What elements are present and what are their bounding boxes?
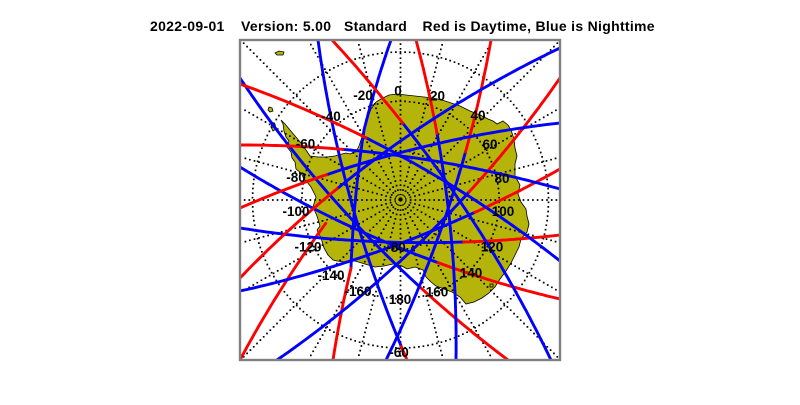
svg-text:160: 160 [426, 285, 449, 300]
svg-text:-60: -60 [296, 137, 316, 152]
svg-text:Standard: Standard [344, 18, 407, 34]
svg-text:-20: -20 [353, 88, 373, 103]
svg-text:-40: -40 [321, 109, 341, 124]
svg-text:40: 40 [470, 108, 485, 123]
svg-text:-80: -80 [386, 240, 406, 255]
svg-text:80: 80 [494, 171, 509, 186]
svg-text:-120: -120 [294, 240, 321, 255]
svg-text:0: 0 [394, 84, 402, 99]
svg-text:60: 60 [482, 137, 497, 152]
svg-text:Version: 5.00: Version: 5.00 [241, 18, 331, 34]
svg-text:-100: -100 [282, 204, 309, 219]
svg-text:140: 140 [460, 266, 483, 281]
svg-text:100: 100 [492, 204, 515, 219]
svg-text:-60: -60 [389, 345, 409, 360]
svg-text:-80: -80 [286, 170, 306, 185]
svg-text:Red is Daytime, Blue is Nightt: Red is Daytime, Blue is Nighttime [423, 18, 655, 34]
svg-text:180: 180 [389, 292, 412, 307]
svg-text:120: 120 [481, 240, 504, 255]
svg-text:-140: -140 [317, 268, 344, 283]
svg-text:20: 20 [430, 89, 445, 104]
svg-text:2022-09-01: 2022-09-01 [150, 18, 225, 34]
svg-text:-160: -160 [344, 284, 371, 299]
